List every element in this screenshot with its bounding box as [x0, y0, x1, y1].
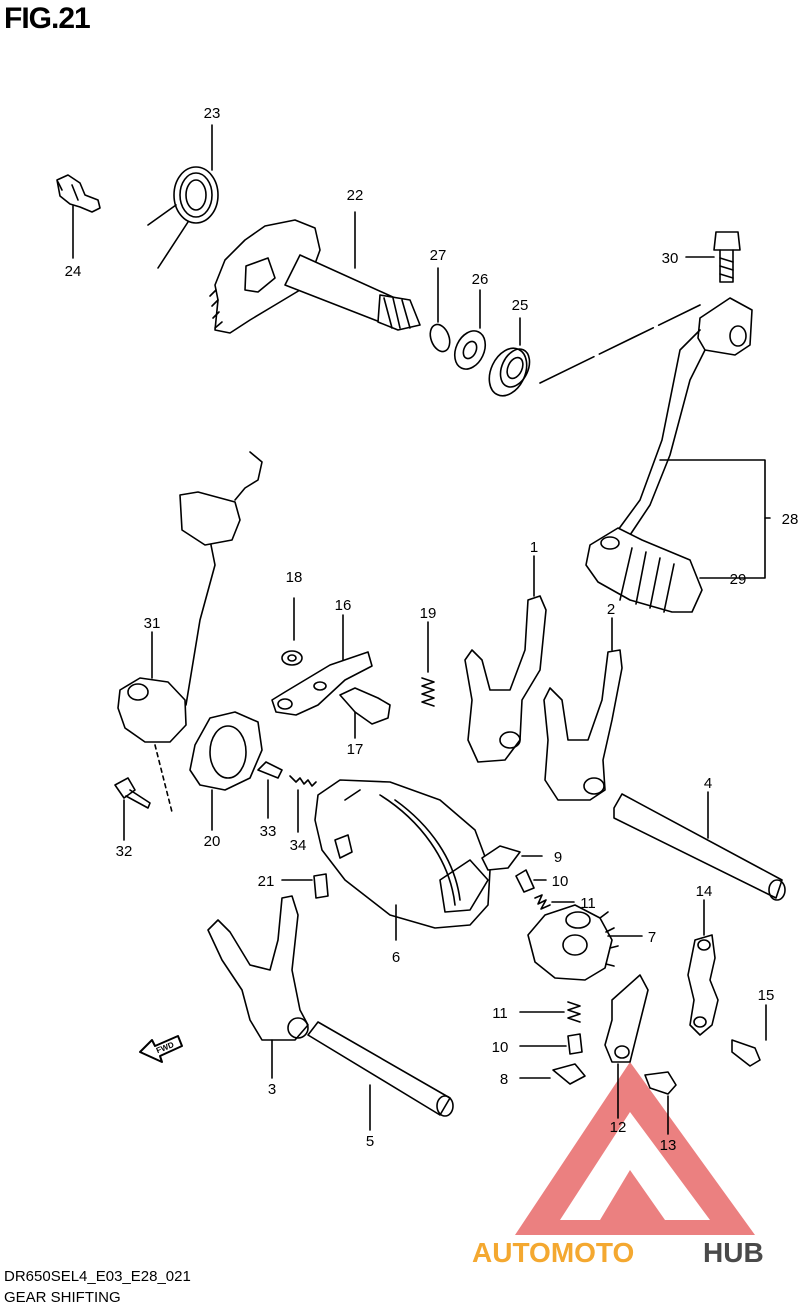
callout-11-lower: 11	[492, 1005, 508, 1022]
callout-23: 23	[204, 105, 221, 122]
part-1-shift-fork	[464, 555, 547, 763]
callout-9: 9	[554, 849, 562, 866]
callout-8: 8	[500, 1071, 508, 1088]
part-7-cam-gear	[527, 904, 643, 981]
part-18-washer	[281, 597, 303, 666]
part-10-pin-upper	[515, 869, 547, 893]
part-22-gearshift-shaft	[209, 211, 421, 334]
part-21-pin	[281, 873, 329, 899]
callout-29: 29	[730, 571, 747, 588]
part-32-screw	[114, 777, 151, 841]
callout-10-upper: 10	[552, 873, 569, 890]
part-6-gearshift-cam	[314, 779, 491, 941]
callout-3: 3	[268, 1081, 276, 1098]
part-27-circlip	[429, 267, 451, 353]
footer-diagram-code: DR650SEL4_E03_E28_021	[4, 1268, 191, 1285]
part-28-gearshift-lever	[539, 297, 771, 579]
callout-5: 5	[366, 1133, 374, 1150]
callout-4: 4	[704, 775, 712, 792]
part-12-pawl-lifter	[604, 974, 649, 1119]
callout-labels: 1 2 3 4 5 6 7 8 9 10 10 11 11 12 13 14 1…	[65, 105, 799, 1154]
callout-16: 16	[335, 597, 352, 614]
callout-13: 13	[660, 1137, 677, 1154]
part-15-screw	[731, 1004, 767, 1067]
part-29-lever-rubber	[585, 527, 703, 613]
part-31-gear-position-sensor	[117, 451, 263, 813]
callout-15: 15	[758, 987, 775, 1004]
part-3-shift-fork	[207, 895, 309, 1079]
part-4-fork-shaft	[613, 791, 786, 901]
watermark-logo	[515, 1062, 755, 1235]
callout-1: 1	[530, 539, 538, 556]
callout-25: 25	[512, 297, 529, 314]
callout-12: 12	[610, 1119, 627, 1136]
figure-title: FIG.21	[4, 2, 91, 35]
callout-33: 33	[260, 823, 277, 840]
callout-20: 20	[204, 833, 221, 850]
callout-28: 28	[782, 511, 799, 528]
part-24-stud	[56, 174, 101, 259]
callout-7: 7	[648, 929, 656, 946]
part-33-pin	[257, 761, 283, 819]
part-17-bolt	[339, 687, 391, 739]
part-5-fork-shaft	[307, 1021, 454, 1131]
part-16-stopper-plate	[271, 614, 373, 716]
part-23-spring	[147, 124, 219, 269]
callout-18: 18	[286, 569, 303, 586]
callout-6: 6	[392, 949, 400, 966]
footer-section-title: GEAR SHIFTING	[4, 1289, 121, 1306]
part-11-spring-upper	[534, 894, 575, 910]
callout-11-upper: 11	[580, 895, 596, 912]
callout-21: 21	[258, 873, 275, 890]
callout-27: 27	[430, 247, 447, 264]
part-10-pin-lower	[519, 1033, 583, 1055]
part-25-oil-seal	[488, 317, 531, 397]
callout-31: 31	[144, 615, 161, 632]
part-9-pawl	[481, 845, 543, 871]
watermark-text: AUTOMOTO HUB	[472, 1237, 764, 1268]
part-20-cam-plate	[189, 711, 263, 831]
callout-30: 30	[662, 250, 679, 267]
callout-34: 34	[290, 837, 307, 854]
callout-10-lower: 10	[492, 1039, 509, 1056]
callout-19: 19	[420, 605, 437, 622]
watermark-part2: HUB	[703, 1237, 764, 1268]
part-13-screw	[644, 1071, 677, 1135]
part-14-bracket	[687, 899, 719, 1036]
part-34-spring	[289, 775, 317, 833]
part-8-pawl-lower	[519, 1063, 586, 1085]
part-2-shift-fork	[543, 617, 623, 801]
callout-32: 32	[116, 843, 133, 860]
callout-2: 2	[607, 601, 615, 618]
part-11-spring-lower	[519, 1001, 581, 1023]
watermark-part1: AUTOMOTO	[472, 1237, 634, 1268]
fwd-arrow-icon	[139, 1035, 183, 1063]
part-30-bolt	[685, 231, 741, 283]
callout-17: 17	[347, 741, 364, 758]
callout-14: 14	[696, 883, 713, 900]
part-19-spring	[421, 621, 435, 707]
callout-26: 26	[472, 271, 489, 288]
callout-22: 22	[347, 187, 364, 204]
part-26-washer	[453, 289, 487, 370]
callout-24: 24	[65, 263, 82, 280]
